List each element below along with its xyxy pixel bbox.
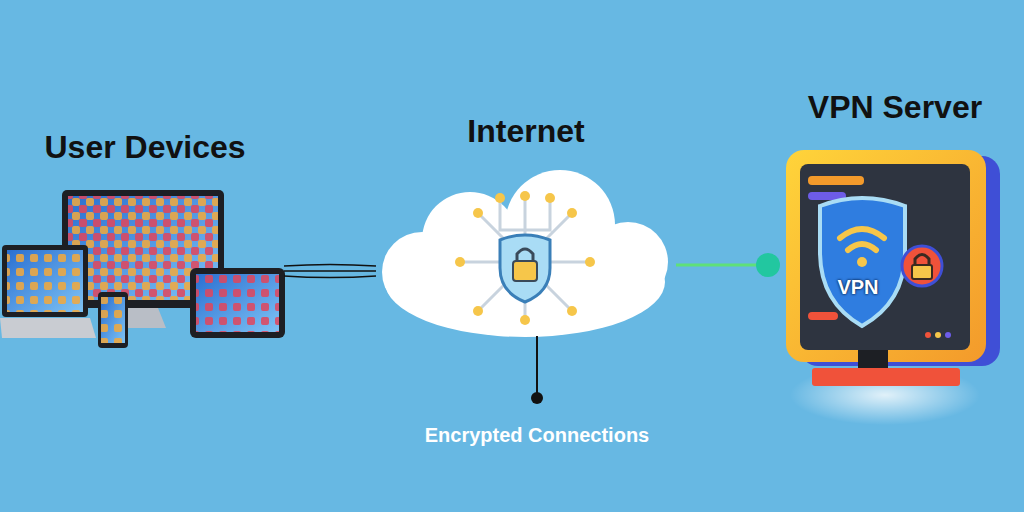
connector-dot: [756, 253, 780, 277]
screen-bar: [808, 176, 864, 185]
leader-dot: [531, 392, 543, 404]
tablet-frame: [190, 268, 285, 338]
monitor-screen: [800, 164, 970, 350]
connector-line: [284, 265, 376, 267]
app-icons: [101, 297, 125, 343]
monitor-frame: [786, 150, 986, 362]
leader-line: [536, 336, 538, 398]
vpn-shield: [820, 198, 905, 326]
circuit-lines: [462, 198, 588, 318]
tablet-screen: [196, 274, 279, 332]
cloud-part: [588, 222, 668, 302]
laptop-screen: [7, 250, 83, 312]
vpn-server: VPN ServerVPN: [780, 88, 1010, 388]
lock-body: [513, 261, 537, 281]
connector-line: [284, 276, 376, 278]
circuit-icon: [462, 198, 588, 318]
cloud-part: [382, 232, 462, 312]
internet-cloud: Internet: [376, 112, 676, 352]
connector-line: [676, 264, 768, 267]
phone-frame: [98, 292, 128, 348]
app-icons: [7, 250, 83, 312]
circuit-dots: [455, 191, 595, 325]
glow: [790, 365, 980, 425]
monitor-base: [812, 368, 960, 386]
node-heading: VPN Server: [780, 88, 1010, 126]
connector-line: [284, 270, 376, 272]
wifi-arc: [848, 244, 876, 250]
wifi-dot: [857, 257, 867, 267]
lock-shield-icon: [500, 235, 550, 302]
device-group: User Devices: [6, 128, 284, 350]
shield-label: VPN: [816, 276, 900, 299]
screen-bar: [808, 312, 838, 320]
phone-screen: [101, 297, 125, 343]
laptop-frame: [2, 245, 88, 317]
shield: [500, 235, 550, 302]
laptop-base: [0, 318, 96, 338]
monitor-side: [800, 156, 1000, 366]
connector: [676, 253, 780, 277]
monitor-neck: [858, 350, 888, 370]
node-heading: Internet: [376, 112, 676, 150]
devices-illustration: [0, 190, 285, 348]
lock-body: [912, 265, 932, 279]
connector: [284, 265, 376, 278]
wifi-arc: [840, 229, 884, 238]
server-illustration: [786, 150, 1000, 425]
cloud-illustration: [382, 170, 668, 337]
app-icons: [196, 274, 279, 332]
node-heading: User Devices: [6, 128, 284, 166]
callout-label: Encrypted Connections: [312, 424, 762, 447]
lock-badge: [902, 246, 942, 286]
